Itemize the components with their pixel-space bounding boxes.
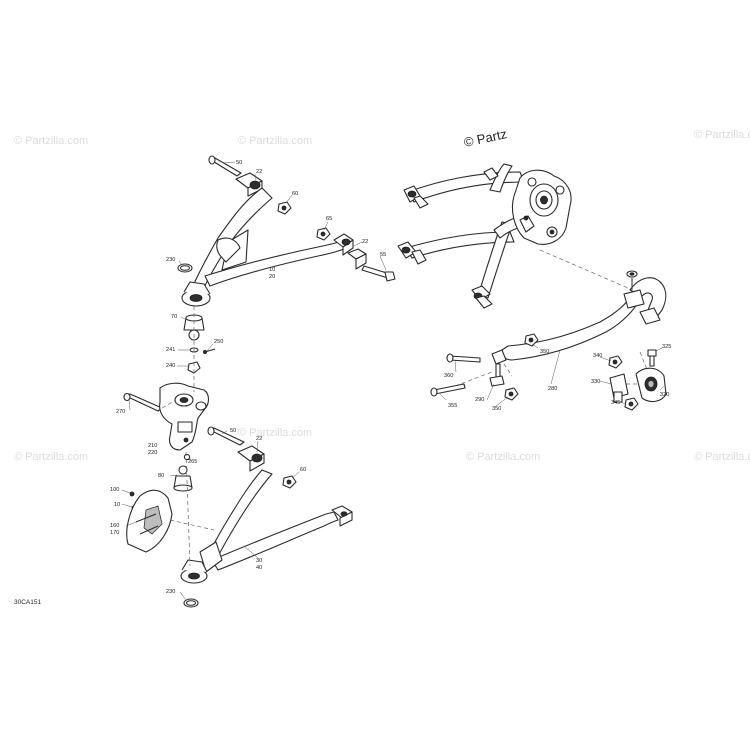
sway-bar-link-290 [489,349,507,387]
cotter-pin-250 [202,348,216,354]
ball-joint-80 [173,465,193,492]
callout-10: 10 [114,502,120,508]
assembly-lines-left [161,306,215,567]
lower-arm-rear-tube [211,511,339,571]
frame-bushings [397,167,499,309]
callout-55: 55 [380,252,386,258]
bushing-22-rear-2 [347,248,367,270]
upper-arm-ball-end [181,281,211,307]
callout-350: 350 [540,349,549,355]
steering-knuckle [159,382,210,451]
watermark: © Partzilla.com [694,129,750,141]
callout-210: 210 [148,443,157,449]
callout-30: 30 [256,558,262,564]
callout-360: 360 [444,373,453,379]
callout-20: 20 [269,274,275,280]
callout-80: 80 [158,473,164,479]
callout-240: 240 [166,363,175,369]
nut-65 [316,227,331,241]
callout-325: 325 [662,344,671,350]
nut-60-upper [277,201,292,215]
lower-arm-ball-end [180,559,208,584]
callout-250: 250 [214,339,223,345]
assembly-line-right [539,249,629,289]
callout-350: 350 [492,406,501,412]
watermark: © Partzilla.com [14,451,88,463]
screw-100 [129,491,135,497]
callout-50: 50 [236,160,242,166]
bushing-22-lower [237,445,265,472]
callout-22: 22 [362,239,368,245]
diagram-code: 30CA151 [14,599,41,606]
bushing-22-rear [333,233,354,256]
upper-a-arm-assembly [177,155,396,374]
bolt-360 [446,353,481,363]
lower-a-arm-assembly [180,426,353,608]
bolt-325 [647,349,657,367]
callout-40: 40 [256,565,262,571]
callout-230: 230 [166,589,175,595]
callout-355: 355 [448,403,457,409]
callout-241: 241 [166,347,175,353]
callout-100: 100 [110,487,119,493]
nut-60-lower [282,475,297,489]
callout-65: 65 [326,216,332,222]
cap-265 [183,453,191,461]
callout-265: 265 [188,459,197,465]
callout-230: 230 [166,257,175,263]
watermark: © Partzilla.com [238,135,312,147]
bracket-330 [609,373,629,403]
callout-345: 345 [611,400,620,406]
callout-320: 320 [660,392,669,398]
lower-trailing-tube [405,231,515,259]
callout-330: 330 [591,379,600,385]
nut-240 [187,361,201,374]
callout-280: 280 [548,386,557,392]
watermark: © Partzilla.com [238,427,312,439]
watermark: © Partzilla.com [466,451,540,463]
callout-170: 170 [110,530,119,536]
callout-60: 60 [300,467,306,473]
leader-lines [121,161,665,601]
brake-shield-assembly [126,489,173,553]
rear-knuckle [511,169,572,245]
sway-bar-280 [500,293,641,361]
knuckle-assembly [123,382,210,492]
callout-270: 270 [116,409,125,415]
callout-60: 60 [292,191,298,197]
watermark: © Partzilla.com [14,135,88,147]
callout-220: 220 [148,450,157,456]
callout-50: 50 [230,428,236,434]
callout-70: 70 [171,314,177,320]
bolt-50-lower [207,426,245,446]
sway-bar-bushing-upper [623,289,645,309]
callout-340: 340 [593,353,602,359]
callout-labels: 50 22 60 65 22 55 230 10 20 70 250 241 2… [110,160,671,595]
bolt-50-upper [208,155,242,177]
callout-22: 22 [256,169,262,175]
callout-10: 10 [269,267,275,273]
bolt-355 [430,383,466,397]
watermark-layer: © Partzilla.com © Partzilla.com © Partzi… [14,129,750,463]
callout-22: 22 [256,436,262,442]
callout-290: 290 [475,397,484,403]
copyright-stamp: © Partz [463,126,509,150]
callout-160: 160 [110,523,119,529]
bushing-320 [635,367,667,403]
sway-bar-assembly [430,270,667,411]
rear-suspension-assembly [397,163,572,309]
watermark: © Partzilla.com [694,451,750,463]
bolt-55 [361,265,396,282]
